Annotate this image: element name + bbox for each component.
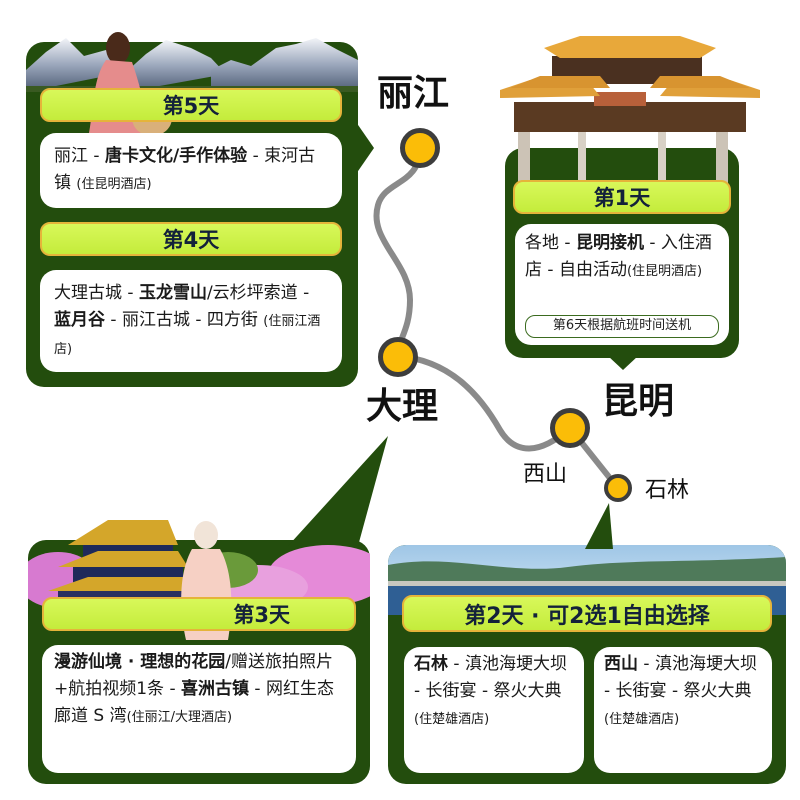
traveler-woman-image <box>88 32 172 138</box>
day5-tab: 第5天 <box>40 88 342 122</box>
day5-seg1: 唐卡文化/手作体验 <box>104 146 248 166</box>
day3-tab: 第3天 <box>42 597 356 631</box>
day3-card: 漫游仙境 · 理想的花园/赠送旅拍照片+航拍视频1条 - 喜洲古镇 - 网红生态… <box>42 645 356 773</box>
day1-tab: 第1天 <box>513 180 731 214</box>
city-label-lijiang: 丽江 <box>377 73 450 114</box>
panel-pointer <box>356 122 374 174</box>
day4-card: 大理古城 - 玉龙雪山/云杉坪索道 - 蓝月谷 - 丽江古城 - 四方街 (住丽… <box>40 270 342 372</box>
day1-hotel: (住昆明酒店) <box>626 264 703 279</box>
day2a-seg0: 石林 <box>414 654 448 674</box>
panel-pointer <box>608 356 638 370</box>
panel-pointer <box>288 436 388 546</box>
day5-hotel: (住昆明酒店) <box>76 177 152 192</box>
departure-note: 第6天根据航班时间送机 <box>525 315 719 338</box>
day4-hotel: (住丽江酒店) <box>54 314 321 357</box>
day4-seg2: /云杉坪索道 - <box>206 283 310 303</box>
day4-tab: 第4天 <box>40 222 342 256</box>
panel-pointer <box>585 503 613 549</box>
day5-card: 丽江 - 唐卡文化/手作体验 - 束河古镇 (住昆明酒店) <box>40 133 342 208</box>
day2a-seg1: - 滇池海埂大坝 - 长街宴 - 祭火大典 <box>414 654 567 701</box>
day3-seg0: 漫游仙境 · 理想的花园 <box>54 652 226 672</box>
day1-seg1: 昆明接机 <box>575 233 644 253</box>
snow-mountains-image <box>26 38 358 92</box>
day1-seg2: - 入住酒店 - 自由活动 <box>525 233 712 280</box>
golden-horse-archway-image <box>500 36 760 184</box>
day3-seg3: - 网红生态廊道 S 湾 <box>54 679 334 726</box>
day4-seg0: 大理古城 - <box>54 283 139 303</box>
day2b-seg0: 西山 <box>604 654 638 674</box>
day2-option-xishan-card: 西山 - 滇池海埂大坝 - 长街宴 - 祭火大典 (住楚雄酒店) <box>594 647 772 773</box>
dali-marker[interactable] <box>378 337 418 377</box>
city-label-kunming: 昆明 <box>602 381 675 422</box>
day3-seg2: 喜洲古镇 <box>181 679 250 699</box>
lijiang-marker[interactable] <box>400 128 440 168</box>
day5-seg0: 丽江 - <box>54 146 105 166</box>
shilin-marker[interactable] <box>604 474 632 502</box>
day3-seg1: /赠送旅拍照片+航拍视频1条 - <box>54 652 334 699</box>
city-label-xishan: 西山 <box>523 462 568 487</box>
day4-seg1: 玉龙雪山 <box>138 283 207 303</box>
day1-seg0: 各地 - <box>525 233 576 253</box>
day2-option-shilin-card: 石林 - 滇池海埂大坝 - 长街宴 - 祭火大典 (住楚雄酒店) <box>404 647 584 773</box>
day2-tab: 第2天 · 可2选1自由选择 <box>402 595 772 632</box>
day2b-seg1: - 滇池海埂大坝 - 长街宴 - 祭火大典 <box>604 654 757 701</box>
day2a-hotel: (住楚雄酒店) <box>414 712 490 727</box>
day2b-hotel: (住楚雄酒店) <box>604 712 680 727</box>
city-label-shilin: 石林 <box>645 478 690 503</box>
day3-hotel: (住丽江/大理酒店) <box>126 710 233 725</box>
day4-seg4: - 丽江古城 - 四方街 <box>105 310 264 330</box>
day4-seg3: 蓝月谷 <box>54 310 105 330</box>
kunming-marker[interactable] <box>550 408 590 448</box>
day5-seg2: - 束河古镇 <box>54 146 316 193</box>
city-label-dali: 大理 <box>366 386 439 427</box>
